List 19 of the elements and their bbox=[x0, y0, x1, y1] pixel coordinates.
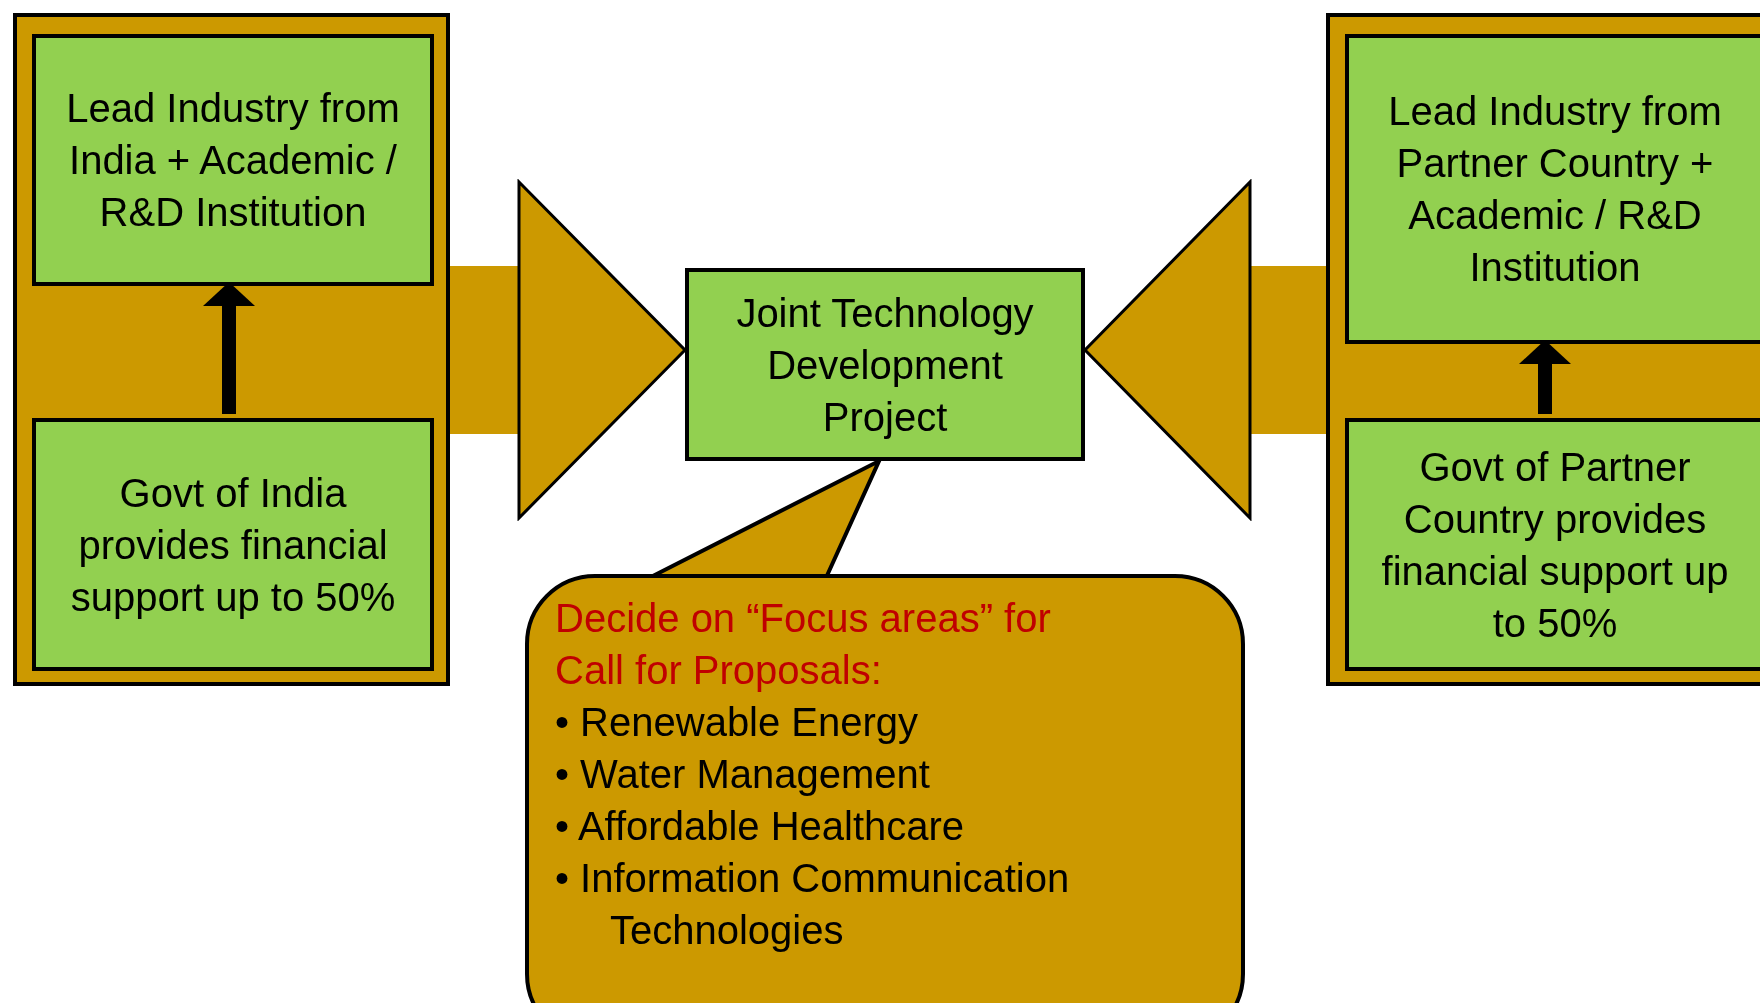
panel-background bbox=[1326, 13, 1760, 686]
bullet-item: • Renewable Energy bbox=[555, 699, 920, 746]
box-text: Lead Industry from India + Academic / R&D Institution bbox=[65, 85, 401, 236]
box-text: Joint Technology Development Project bbox=[735, 289, 1035, 441]
box-text: Lead Industry from Partner Country + Academic / R&D Institution bbox=[1387, 88, 1723, 291]
process-box bbox=[1345, 34, 1760, 344]
process-box bbox=[32, 418, 434, 671]
bullet-item: • Information Communication Technologies bbox=[555, 855, 1071, 954]
process-box bbox=[1345, 418, 1760, 671]
callout-heading: Decide on “Focus areas” for Call for Proposals: bbox=[555, 595, 1052, 694]
box-text: Govt of India provides financial support up to 50% bbox=[69, 469, 397, 621]
panel-background bbox=[13, 13, 450, 686]
process-box bbox=[685, 268, 1085, 461]
box-text: Govt of Partner Country provides financial support up to 50% bbox=[1380, 443, 1730, 647]
bullet-item: • Affordable Healthcare bbox=[555, 803, 966, 850]
process-box bbox=[32, 34, 434, 286]
block-arrow bbox=[1083, 180, 1326, 520]
bullet-item: • Water Management bbox=[555, 751, 931, 798]
block-arrow bbox=[450, 180, 687, 520]
